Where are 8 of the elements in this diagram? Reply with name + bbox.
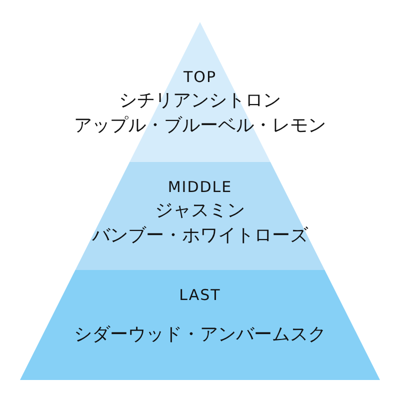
note-text: シダーウッド・アンバームスク <box>74 323 326 347</box>
note-text: バンブー・ホワイトローズ <box>92 224 308 248</box>
note-text: アップル・ブルーベル・レモン <box>74 114 326 138</box>
tier-heading: TOP <box>183 67 216 88</box>
note-text: ジャスミン <box>155 199 245 223</box>
note-text: シチリアンシトロン <box>119 89 281 113</box>
tier-heading: MIDDLE <box>168 177 232 198</box>
tier-heading: LAST <box>179 285 221 306</box>
